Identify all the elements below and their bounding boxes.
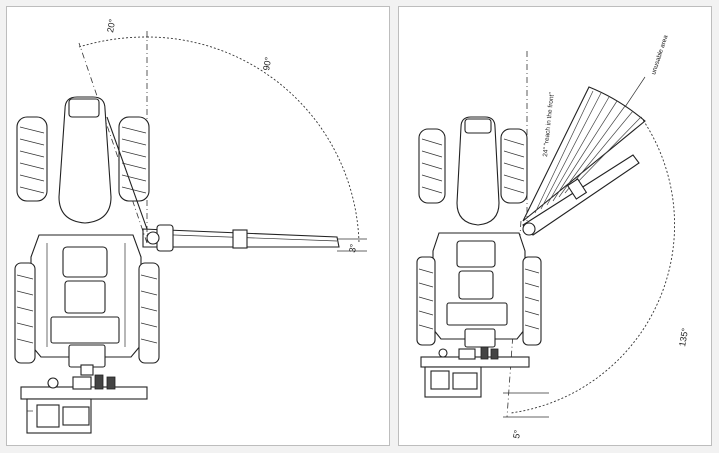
front-wheels [416,256,542,346]
left-diagram: 20° 90° 3° [14,18,367,434]
boom-arm [106,116,340,252]
right-diagram: 24" "reach in the front" unusable area 1… [416,34,690,440]
boom-arm [522,154,640,236]
reach-arc [503,51,676,418]
rear-wheel-right [118,116,150,202]
unusable-area-label: unusable area [650,34,670,76]
rear-wheel-left [16,116,48,202]
angle-sweep-label: 90° [261,56,273,72]
hitch [464,328,496,348]
tractor-hood [456,116,500,226]
reach-note-label: 24" "reach in the front" [542,91,556,157]
rear-wheel-right [500,128,528,204]
hitch [68,344,106,376]
angle-offset-label: 5° [511,429,522,440]
angle-offset-label: 3° [347,243,358,254]
tractor-cab [432,232,526,340]
front-wheels [14,262,160,364]
unusable-area [522,76,646,222]
angle-tilt-label: 20° [105,18,117,34]
left-diagram-panel: 20° 90° 3° [6,6,390,446]
angle-sweep-label: 135° [677,327,690,347]
tractor-hood [58,96,112,224]
right-diagram-panel: 24" "reach in the front" unusable area 1… [398,6,712,446]
tractor-cab [30,234,142,358]
rear-wheel-left [418,128,446,204]
mower-unit [20,374,148,434]
mower-unit [420,346,530,398]
